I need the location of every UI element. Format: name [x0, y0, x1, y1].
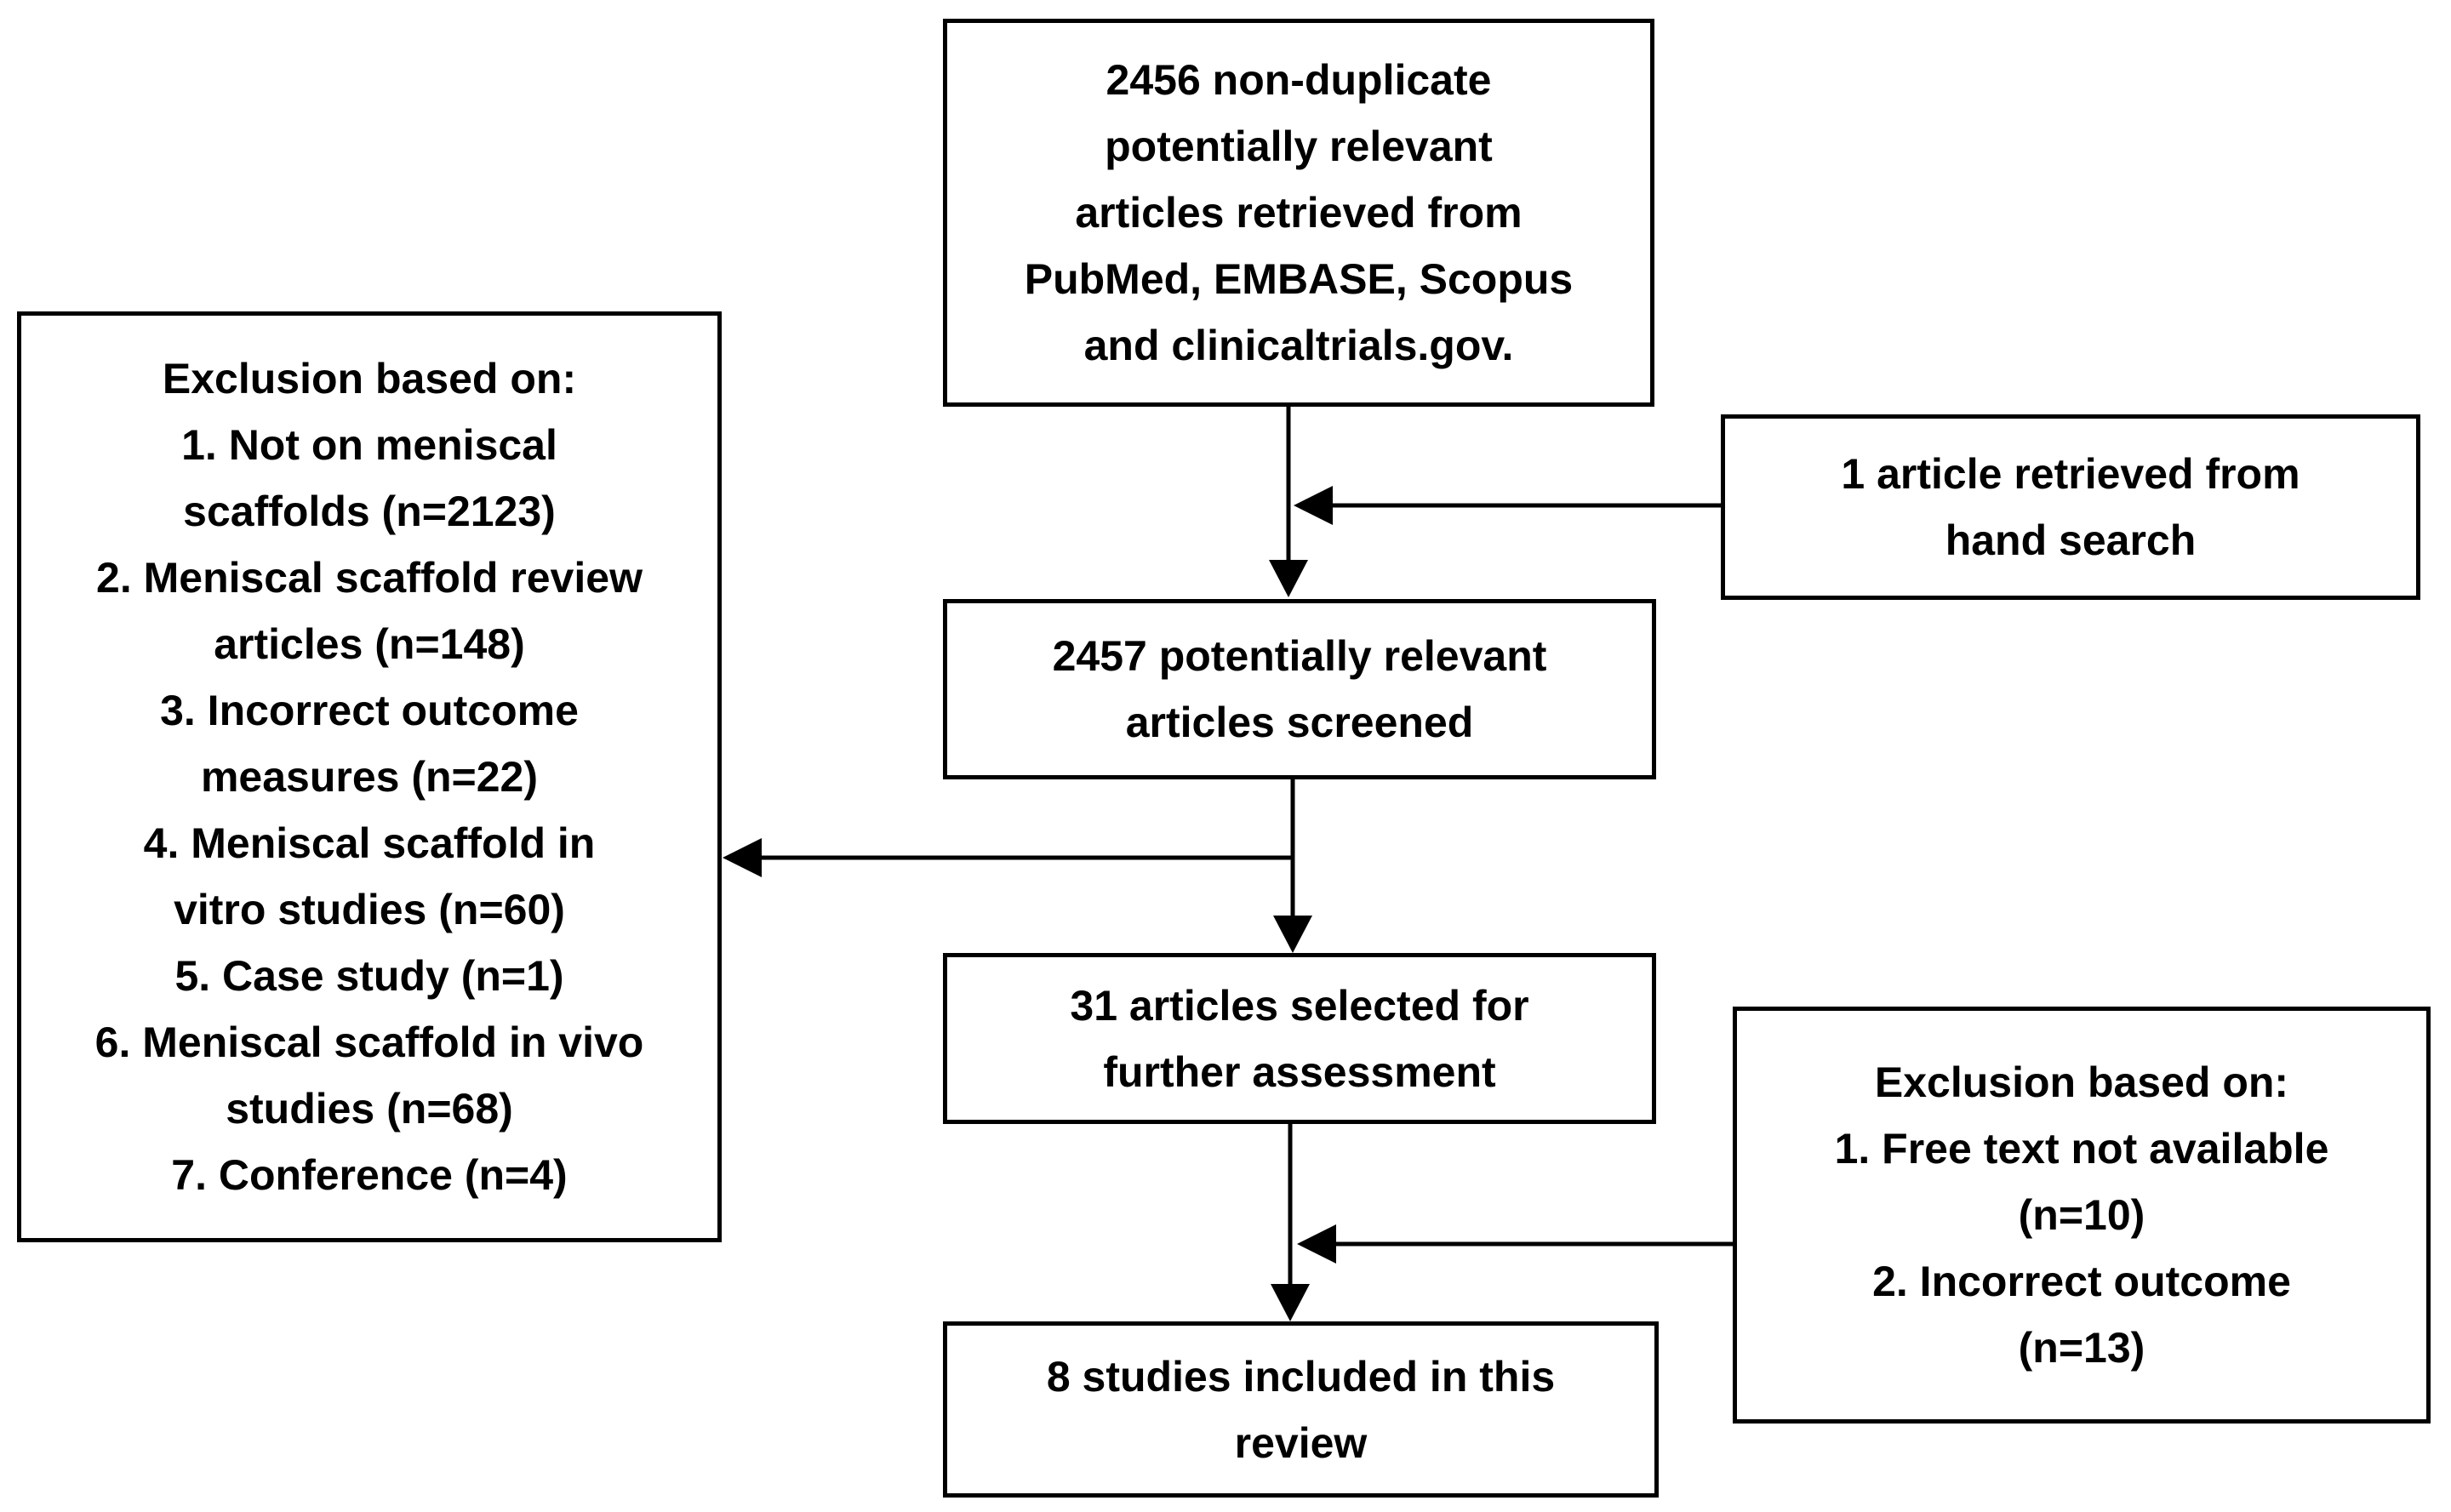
node-assessment-exclusions-label: Exclusion based on: 1. Free text not ava… [1834, 1058, 2329, 1372]
node-assessment-exclusions: Exclusion based on: 1. Free text not ava… [1733, 1007, 2431, 1424]
arrow-assessment-exclusions-to-flow [1297, 1224, 1733, 1264]
node-screening-exclusions: Exclusion based on: 1. Not on meniscal s… [17, 311, 722, 1242]
node-articles-screened: 2457 potentially relevant articles scree… [943, 599, 1656, 779]
node-hand-search-label: 1 article retrieved from hand search [1841, 450, 2300, 564]
arrow-handsearch-to-flow [1294, 486, 1721, 525]
node-articles-screened-label: 2457 potentially relevant articles scree… [1052, 632, 1547, 746]
node-hand-search: 1 article retrieved from hand search [1721, 414, 2420, 600]
node-studies-included-label: 8 studies included in this review [1046, 1352, 1556, 1467]
arrow-screened-to-selected [1273, 779, 1312, 953]
node-articles-selected-label: 31 articles selected for further assessm… [1070, 981, 1529, 1096]
arrow-selected-to-included [1271, 1124, 1310, 1321]
node-articles-retrieved-label: 2456 non-duplicate potentially relevant … [1024, 56, 1574, 369]
arrow-retrieved-to-screened [1269, 407, 1308, 597]
arrow-flow-to-screening-exclusions [723, 838, 1293, 877]
node-articles-retrieved: 2456 non-duplicate potentially relevant … [943, 19, 1654, 407]
node-articles-selected: 31 articles selected for further assessm… [943, 953, 1656, 1124]
node-screening-exclusions-label: Exclusion based on: 1. Not on meniscal s… [94, 355, 644, 1199]
node-studies-included: 8 studies included in this review [943, 1321, 1659, 1498]
